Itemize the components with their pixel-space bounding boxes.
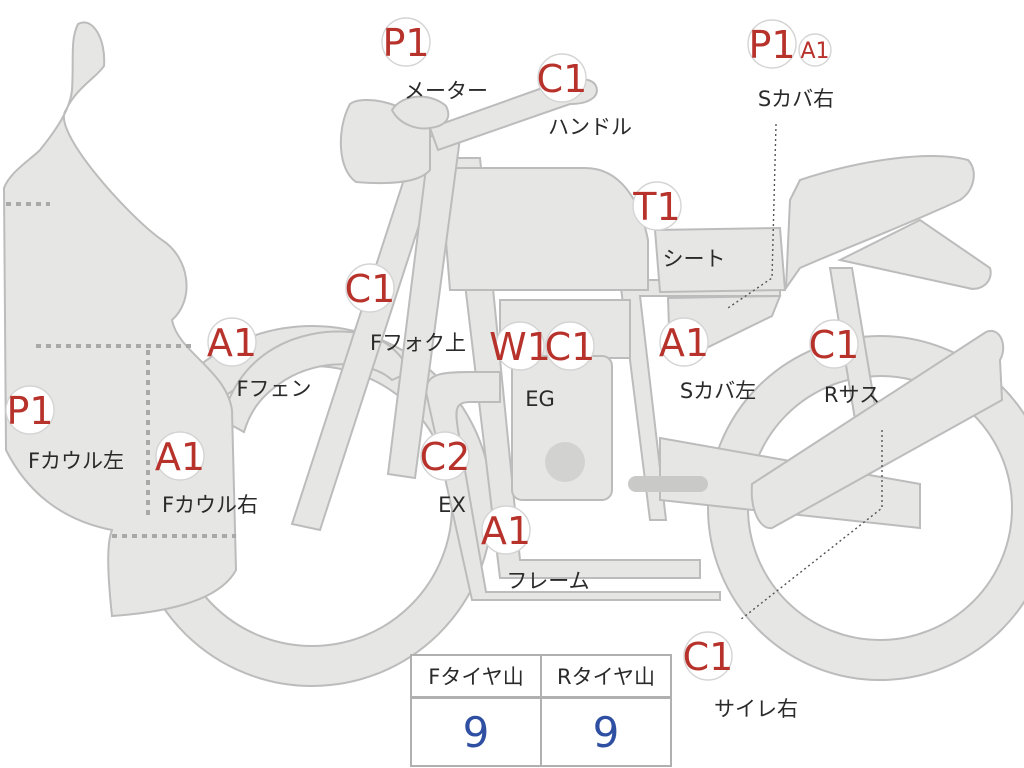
callout-exhaust: C2 EX (420, 431, 471, 517)
callout-label: Rサス (824, 383, 880, 407)
callout-code: C1 (537, 57, 588, 101)
callout-code-secondary: C1 (545, 325, 596, 369)
callout-label: メーター (404, 79, 488, 103)
callout-code-secondary: A1 (800, 39, 829, 64)
callout-front-fork-upper: C1 Fフォク上 (345, 263, 466, 355)
callout-code: P1 (382, 21, 429, 65)
callout-label: フレーム (506, 569, 589, 593)
meter (390, 95, 450, 130)
callout-side-cover-left: A1 Sカバ左 (659, 317, 756, 403)
callout-label: Fフェン (236, 377, 311, 401)
fuel-tank (438, 167, 649, 291)
tire-tread-table: Fタイヤ山 Rタイヤ山 9 9 (410, 654, 672, 767)
leader-line-silencer (739, 430, 883, 621)
callout-label: Fカウル右 (162, 493, 258, 517)
callout-front-cowl-left: P1 Fカウル左 (5, 385, 124, 473)
callout-label: EG (525, 387, 555, 411)
callout-label: ハンドル (548, 115, 632, 139)
callout-side-cover-right: P1 A1 Sカバ右 (747, 19, 834, 111)
callout-label: Sカバ左 (680, 379, 756, 403)
callout-label: Fフォク上 (370, 331, 466, 355)
callout-code: A1 (659, 321, 709, 365)
callout-engine: W1 C1 EG (489, 321, 596, 411)
callout-code: T1 (632, 185, 680, 229)
tread-header-row: Fタイヤ山 Rタイヤ山 (410, 654, 672, 699)
callout-code: C1 (809, 323, 860, 367)
callout-code: A1 (155, 435, 205, 479)
callout-code: A1 (207, 321, 257, 365)
callout-code: W1 (489, 325, 551, 369)
callout-seat: T1 シート (632, 181, 726, 271)
callout-front-cowl-right: A1 Fカウル右 (155, 431, 258, 517)
rear-tire-tread-header: Rタイヤ山 (540, 654, 672, 699)
callout-code: C1 (345, 267, 396, 311)
front-tire-tread-header: Fタイヤ山 (410, 654, 542, 699)
callout-handlebar: C1 ハンドル (537, 53, 632, 139)
front-tire-tread-value: 9 (410, 696, 542, 767)
callout-label: シート (663, 247, 726, 271)
callout-label: EX (438, 493, 466, 517)
leader-line-side-cover (727, 123, 777, 309)
callout-code: A1 (481, 509, 531, 553)
tail (837, 218, 992, 290)
callout-code: C2 (420, 435, 471, 479)
front-cowl (2, 21, 238, 618)
callout-code: P1 (748, 23, 795, 67)
rear-tire-tread-value: 9 (540, 696, 672, 767)
callout-meter: P1 メーター (381, 17, 488, 103)
callout-code: C1 (683, 635, 734, 679)
callout-label: Sカバ右 (758, 87, 834, 111)
tread-value-row: 9 9 (410, 696, 672, 767)
callout-code: P1 (6, 389, 53, 433)
frame-lower (424, 371, 721, 601)
muffler (750, 329, 1005, 530)
callout-label: サイレ右 (714, 697, 798, 721)
rear-cowl (784, 155, 975, 292)
callout-silencer-right: C1 サイレ右 (683, 631, 798, 721)
callout-label: Fカウル左 (28, 449, 124, 473)
callout-frame: A1 フレーム (481, 505, 590, 593)
callout-front-fender: A1 Fフェン (207, 317, 312, 401)
callout-rear-suspension: C1 Rサス (809, 319, 880, 407)
